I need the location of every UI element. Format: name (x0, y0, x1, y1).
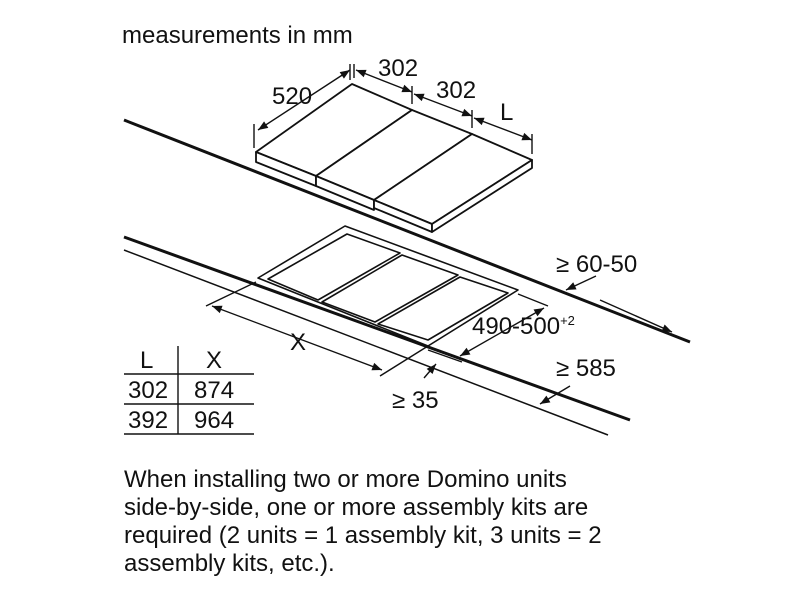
front-distance-label: ≥ 35 (392, 387, 439, 414)
worktop-depth-label: ≥ 585 (556, 355, 616, 382)
table-cell: 392 (128, 407, 168, 434)
table-cell: 874 (194, 377, 234, 404)
counter-gap-label: ≥ 60-50 (556, 251, 637, 278)
table-cell: 964 (194, 407, 234, 434)
dimension-counter-gap (565, 275, 597, 291)
hob-unit-3-side (431, 159, 533, 233)
diagram-title: measurements in mm (122, 22, 353, 49)
dimension-front-distance (423, 363, 437, 379)
table-header-l: L (140, 347, 153, 374)
cutout-depth-label: 490-500+2 (472, 313, 575, 340)
width-l-label: L (500, 99, 513, 126)
width-2-label: 302 (436, 77, 476, 104)
dimension-widths (353, 64, 533, 154)
dimension-cutout-depth (427, 293, 549, 363)
hob-unit-2-front (315, 175, 375, 211)
table-cell: 302 (128, 377, 168, 404)
note-line: required (2 units = 1 assembly kit, 3 un… (124, 522, 602, 549)
hob-units (255, 83, 533, 233)
note-line: side-by-side, one or more assembly kits … (124, 494, 589, 521)
dimension-cutout-width (205, 281, 429, 377)
depth-label: 520 (272, 83, 312, 110)
dimension-520 (253, 64, 351, 148)
note-line: assembly kits, etc.). (124, 550, 335, 577)
installation-note: When installing two or more Domino units… (124, 466, 764, 578)
dimension-worktop-depth (539, 299, 673, 405)
table-header-x: X (206, 347, 222, 374)
note-line: When installing two or more Domino units (124, 466, 567, 493)
size-table: L X 302 874 392 964 (124, 346, 254, 435)
cutout-width-label: X (290, 329, 306, 356)
width-1-label: 302 (378, 55, 418, 82)
